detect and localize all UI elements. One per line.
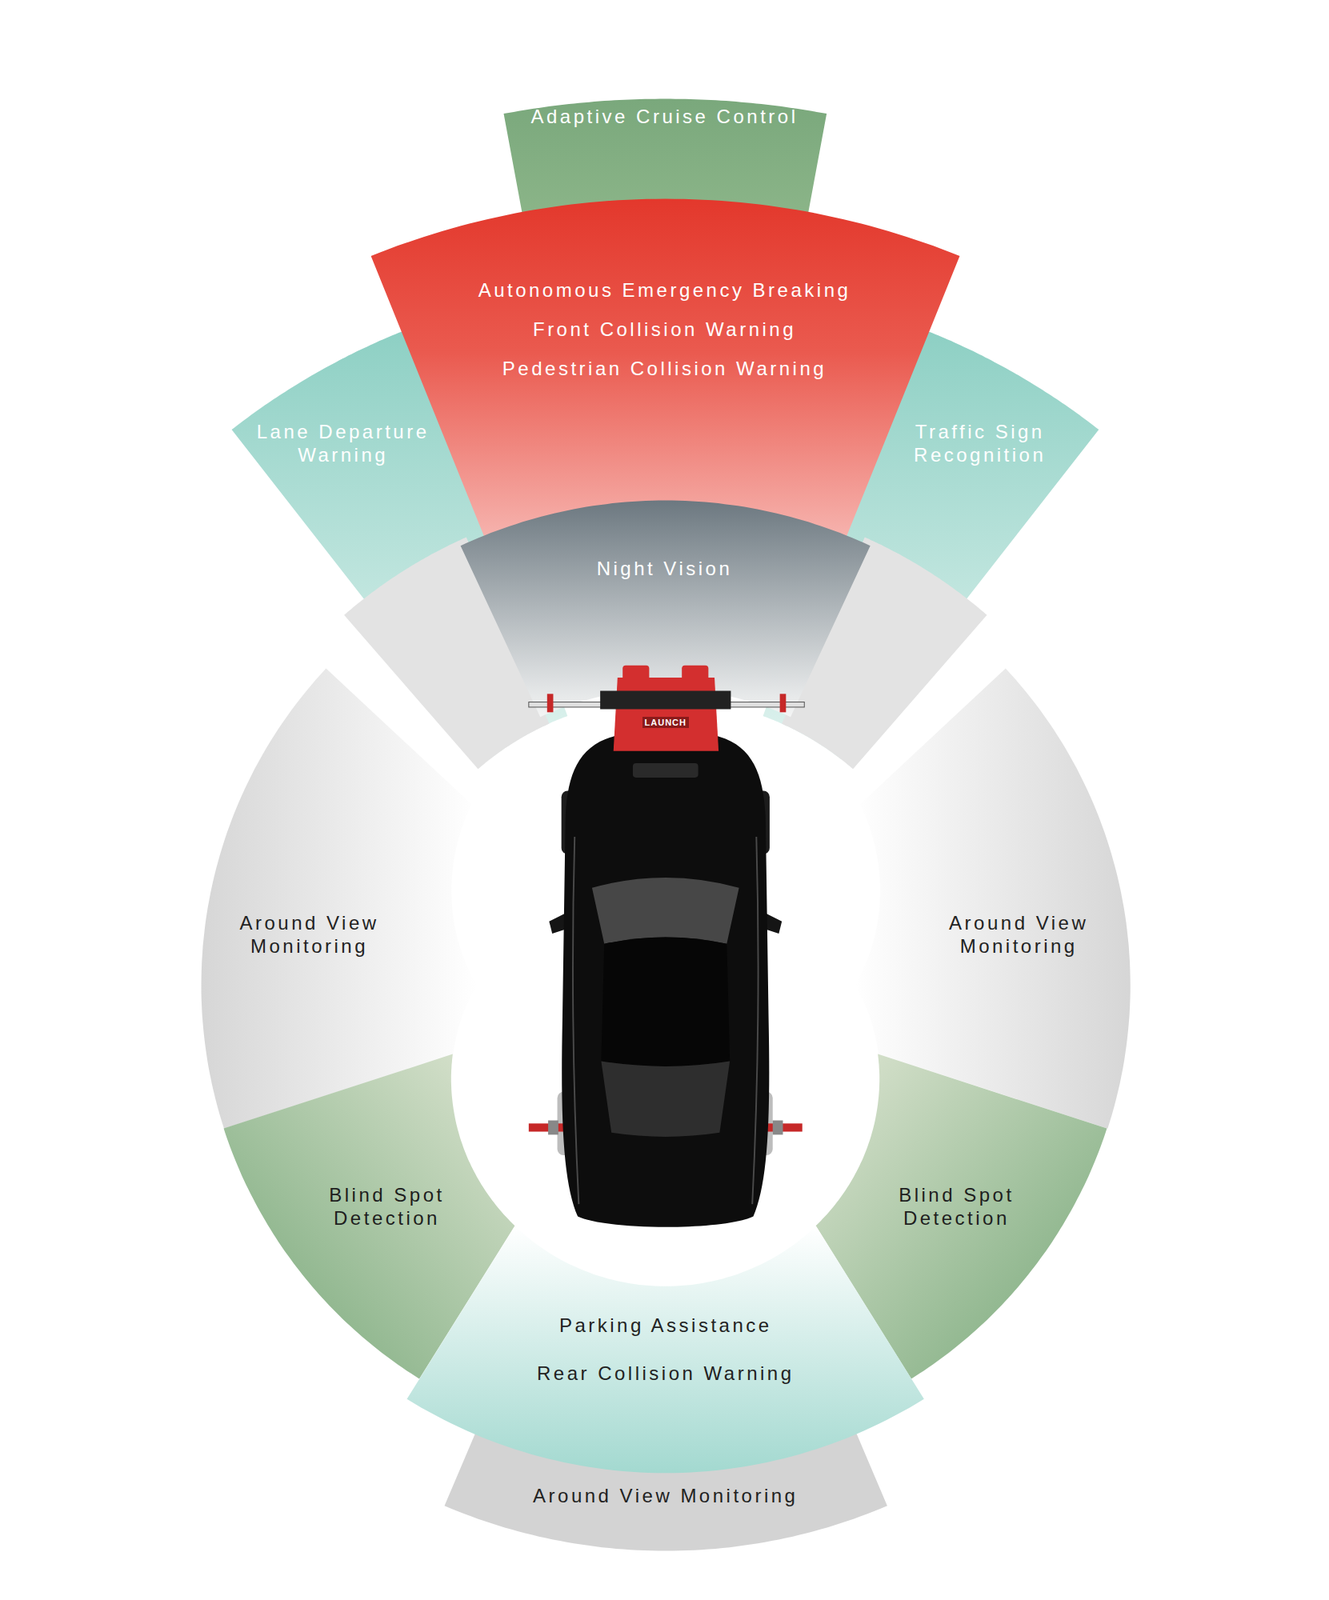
zone-label: Around View Monitoring: [934, 912, 1103, 959]
rear-window: [600, 1061, 730, 1137]
text-holder: Around View Monitoring: [532, 1485, 798, 1509]
text-holder: Front Collision Warning: [532, 318, 797, 342]
sensor-zone: Parking AssistanceRear Collision Warning: [404, 1224, 926, 1476]
bar-marker: [780, 693, 787, 713]
zone-label: Adaptive Cruise Control: [531, 105, 799, 129]
zone-label: Autonomous Emergency Breaking: [478, 279, 852, 303]
zone-label: Parking Assistance: [559, 1314, 773, 1338]
car-body: [561, 728, 769, 1227]
text-holder: Around View Monitoring: [934, 912, 1103, 959]
zone-shape: [404, 1224, 926, 1476]
hood-vent: [632, 763, 699, 778]
windshield: [592, 877, 740, 945]
zone-fill: [444, 1389, 887, 1552]
text-holder: Night Vision: [596, 557, 733, 581]
sensor-zone: Around View Monitoring: [199, 666, 479, 1131]
text-holder: Blind Spot Detection: [310, 1184, 463, 1231]
zone-fill: [460, 500, 871, 717]
text-holder: Rear Collision Warning: [536, 1362, 795, 1386]
zone-fill: [854, 668, 1130, 1129]
zone-label: Traffic Sign Recognition: [888, 420, 1073, 468]
zone-label: Lane Departure Warning: [243, 420, 444, 468]
sensor-zone: Lane Departure Warning: [229, 320, 570, 762]
wheel-clamp: [772, 1120, 784, 1136]
zone-shape: [458, 498, 873, 720]
zone-shape: [229, 320, 570, 762]
sensor-zone: Traffic Sign Recognition: [760, 320, 1101, 762]
zone-shape: [442, 1386, 889, 1554]
text-holder: Around View Monitoring: [225, 912, 394, 959]
text-holder: LAUNCH: [642, 716, 689, 729]
bar-marker: [547, 693, 554, 713]
zone-label: Front Collision Warning: [532, 318, 797, 342]
zone-fill: [407, 1225, 925, 1474]
sensor-zone: Adaptive Cruise Control: [501, 96, 829, 295]
sensor-zone: Around View Monitoring: [852, 666, 1133, 1131]
sensor-zone: Blind Spot Detection: [221, 1052, 517, 1382]
text-holder: Adaptive Cruise Control: [531, 105, 799, 129]
sensor-zone: Blind Spot Detection: [813, 1052, 1109, 1382]
zone-fill: [200, 668, 477, 1129]
zone-shape: [760, 320, 1101, 762]
brand-label: LAUNCH: [642, 716, 689, 729]
zone-label: Pedestrian Collision Warning: [502, 357, 827, 381]
roof: [600, 937, 730, 1067]
sensor-zone: Autonomous Emergency BreakingFront Colli…: [368, 196, 962, 542]
calibration-bar: [600, 691, 731, 710]
text-holder: Pedestrian Collision Warning: [502, 357, 827, 381]
zone-label: Night Vision: [596, 557, 733, 581]
text-holder: Parking Assistance: [559, 1314, 773, 1338]
text-holder: Blind Spot Detection: [880, 1184, 1033, 1231]
body-line: [572, 836, 579, 1205]
body-line: [752, 836, 758, 1205]
zone-shape: [852, 666, 1133, 1131]
target-frame: [613, 677, 719, 752]
zone-label: Rear Collision Warning: [536, 1362, 795, 1386]
zone-label: Blind Spot Detection: [310, 1184, 463, 1231]
zone-label: Around View Monitoring: [225, 912, 394, 959]
sensor-zone: Around View Monitoring: [442, 1386, 889, 1554]
text-holder: Autonomous Emergency Breaking: [478, 279, 852, 303]
zone-label: Around View Monitoring: [532, 1485, 798, 1509]
text-holder: Traffic Sign Recognition: [888, 420, 1073, 468]
zone-label: Blind Spot Detection: [880, 1184, 1033, 1231]
sensor-zone: Night Vision: [458, 498, 873, 720]
zone-shape: [199, 666, 479, 1131]
text-holder: Lane Departure Warning: [243, 420, 444, 468]
wheel-clamp: [548, 1120, 559, 1136]
